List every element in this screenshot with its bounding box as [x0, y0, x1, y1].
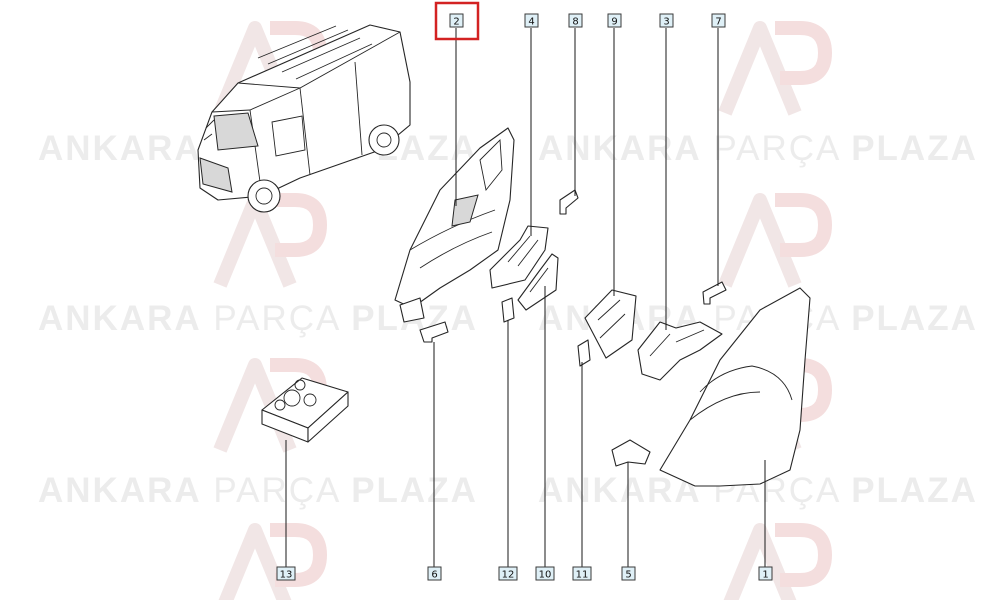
callout-7[interactable]: 7: [711, 13, 726, 28]
svg-text:8: 8: [572, 17, 578, 28]
part-7-clip: [702, 281, 727, 305]
callout-6[interactable]: 6: [427, 566, 442, 581]
callout-10[interactable]: 10: [535, 566, 555, 581]
svg-text:13: 13: [280, 570, 293, 581]
callout-1[interactable]: 1: [758, 566, 773, 581]
svg-text:5: 5: [625, 570, 631, 581]
part-1-front-fender: [659, 287, 811, 487]
van-illustration: [197, 24, 411, 213]
watermark-text-row: ANKARA PARÇA PLAZA: [538, 129, 978, 168]
svg-text:4: 4: [528, 17, 534, 28]
part-9-bracket: [584, 289, 637, 359]
callout-5[interactable]: 5: [621, 566, 636, 581]
callout-4[interactable]: 4: [524, 13, 539, 28]
part-3-bracket: [637, 321, 723, 381]
callout-11[interactable]: 11: [572, 566, 592, 581]
part-5-bracket: [611, 439, 651, 467]
callout-9[interactable]: 9: [607, 13, 622, 28]
svg-text:1: 1: [762, 570, 768, 581]
part-10-bracket: [517, 253, 559, 311]
watermark-text-row: ANKARA PARÇA PLAZA: [38, 471, 478, 510]
svg-text:6: 6: [431, 570, 437, 581]
part-13-kit-box: [261, 377, 349, 443]
callout-3[interactable]: 3: [659, 13, 674, 28]
part-2-fender-liner: [394, 127, 515, 323]
svg-text:12: 12: [502, 570, 515, 581]
svg-text:11: 11: [576, 570, 589, 581]
part-4-bracket: [489, 225, 549, 289]
callout-8[interactable]: 8: [568, 13, 583, 28]
callout-highlight: [434, 1, 480, 41]
callout-2[interactable]: 2: [449, 13, 464, 28]
callout-13[interactable]: 13: [276, 566, 296, 581]
svg-text:3: 3: [663, 17, 669, 28]
part-12-clip: [501, 297, 515, 323]
svg-text:10: 10: [539, 570, 552, 581]
part-6-clip: [419, 321, 449, 343]
svg-text:9: 9: [611, 17, 617, 28]
leader-lines: [285, 28, 766, 568]
svg-text:7: 7: [715, 17, 721, 28]
part-11-clip: [577, 339, 591, 367]
callout-12[interactable]: 12: [498, 566, 518, 581]
svg-text:2: 2: [453, 17, 459, 28]
